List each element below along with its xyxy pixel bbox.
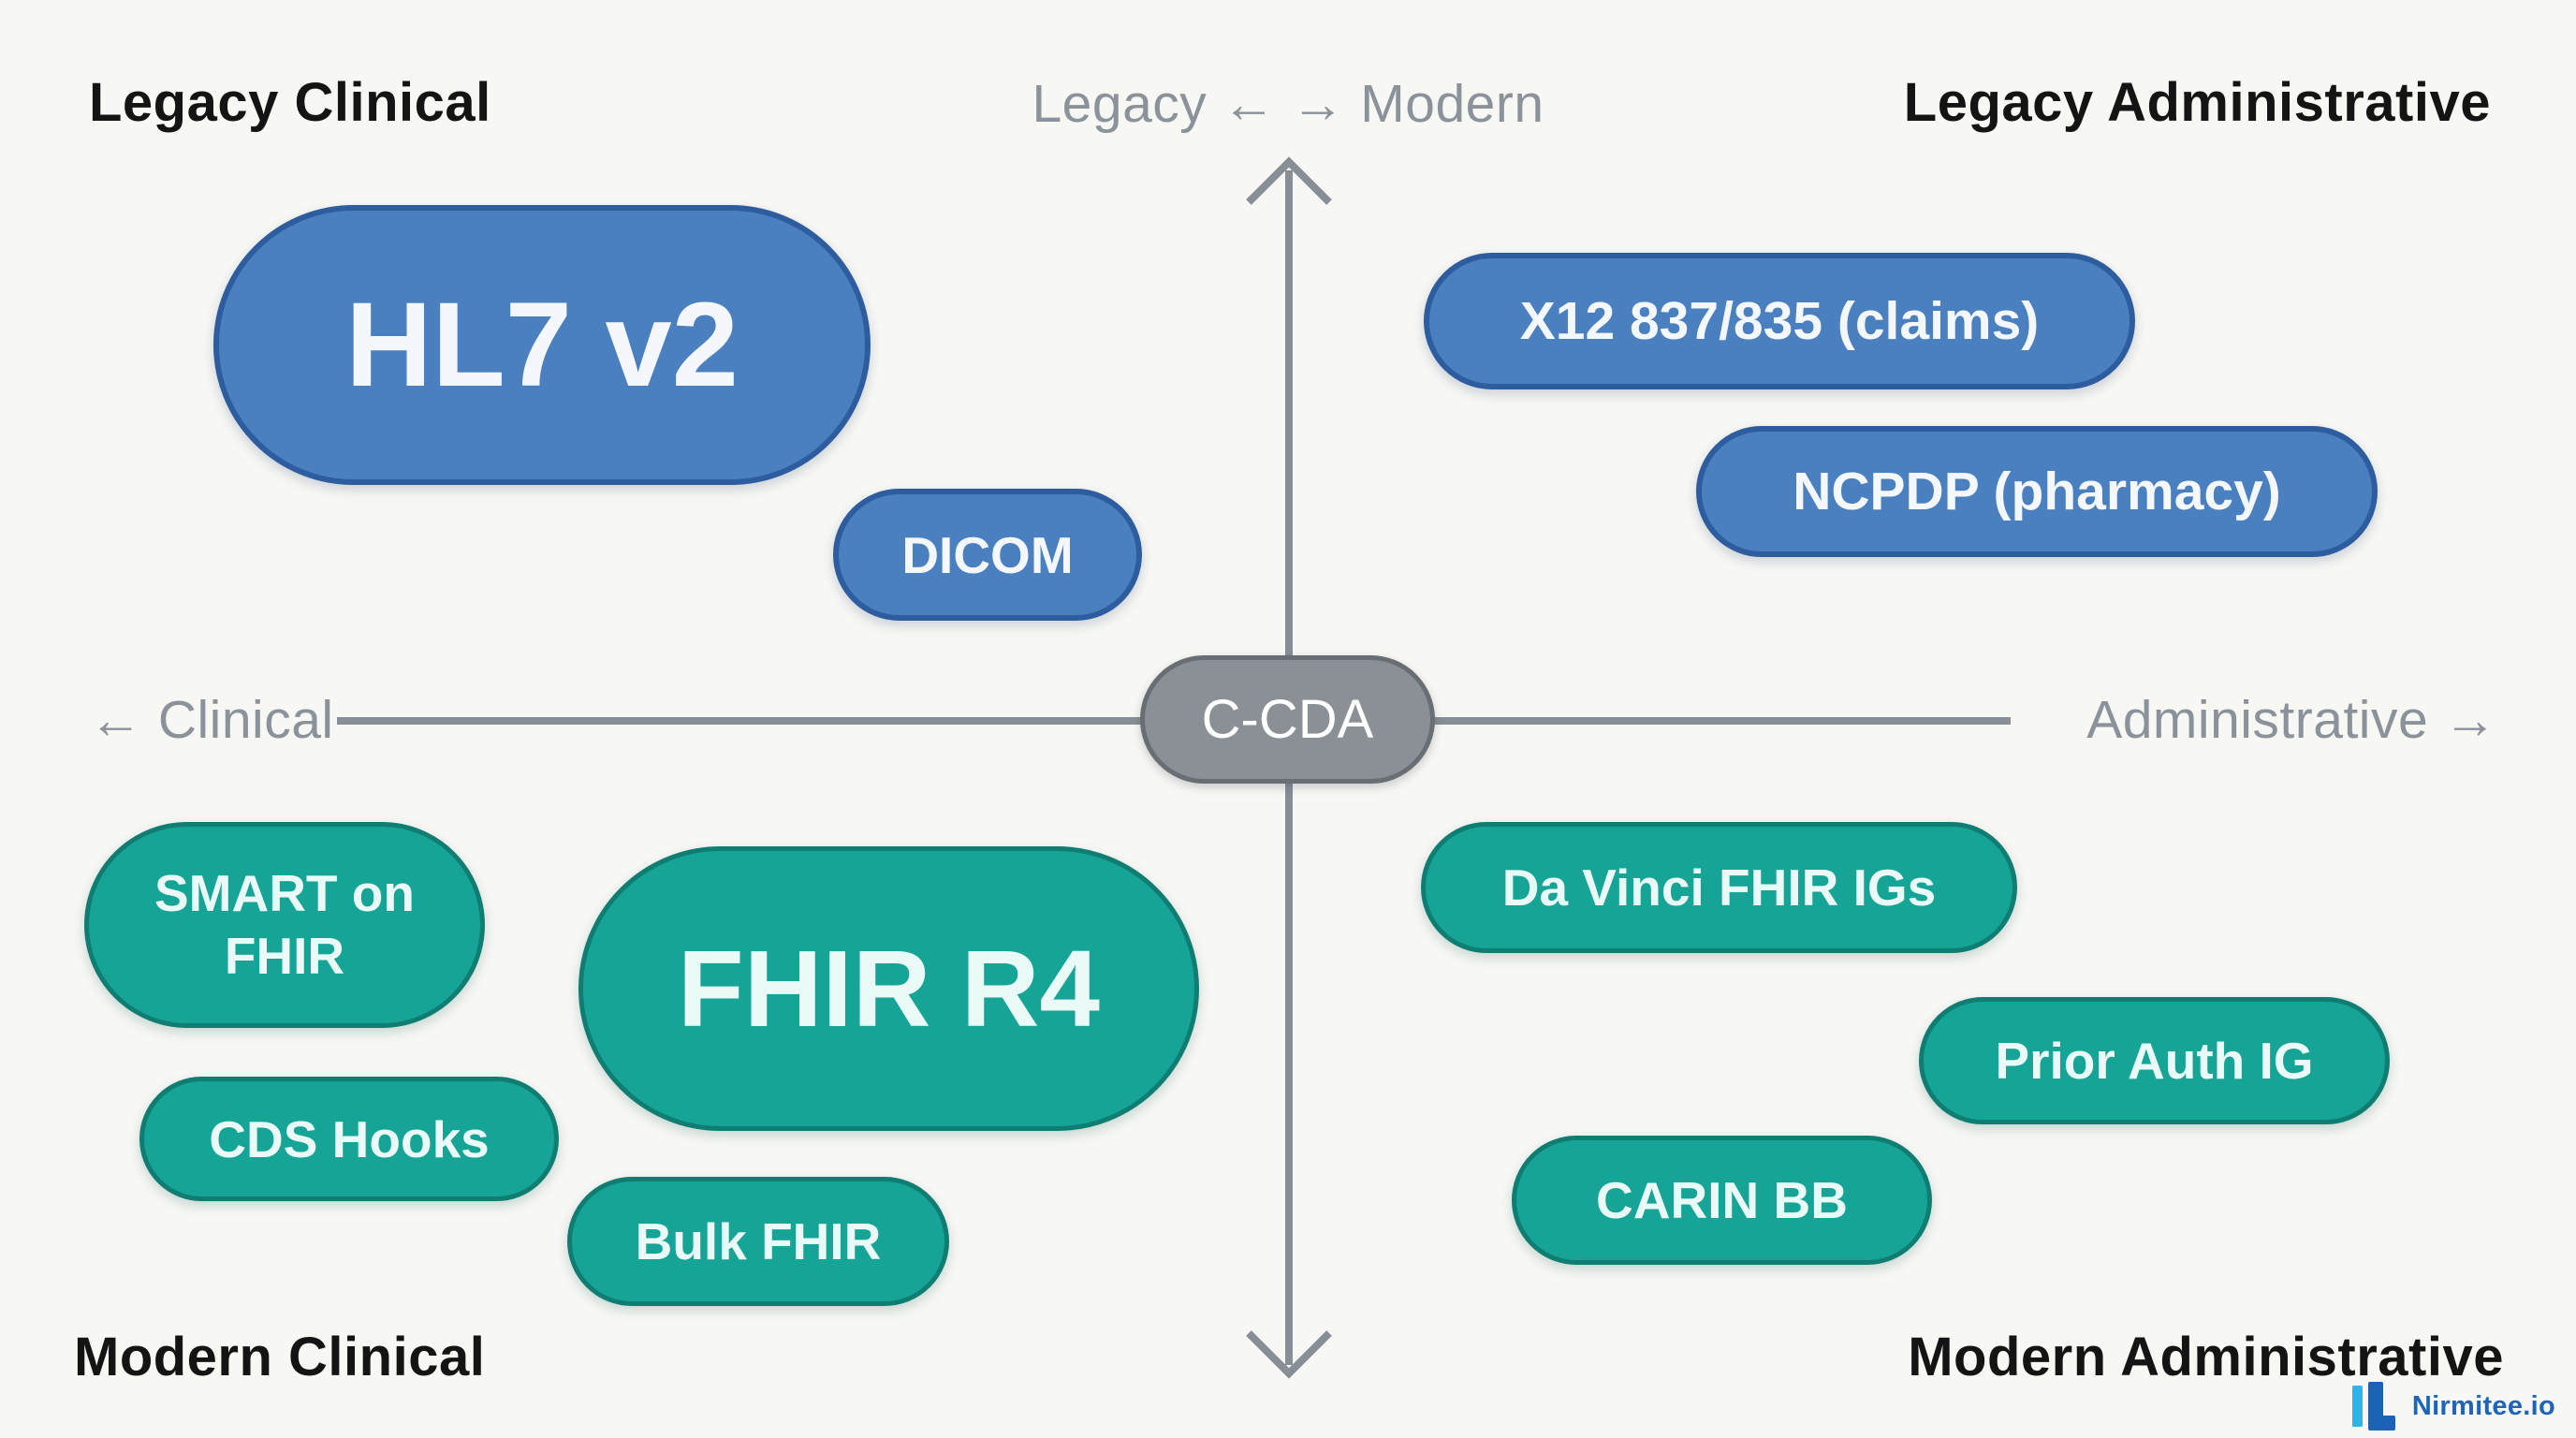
pill-hl7-v2: HL7 v2 [213, 205, 871, 485]
nirmitee-logo-icon [2351, 1382, 2395, 1431]
axis-label-clinical: ← Clinical [89, 690, 334, 750]
axis-label-administrative: Administrative → [2086, 690, 2497, 750]
brand-logo: Nirmitee.io [2351, 1382, 2555, 1431]
pill-c-cda: C-CDA [1140, 655, 1435, 784]
label-modern-administrative: Modern Administrative [1908, 1327, 2504, 1387]
pill-prior-auth-ig: Prior Auth IG [1919, 997, 2390, 1124]
up-arrowhead-icon [1246, 156, 1332, 205]
down-arrowhead-icon [1246, 1330, 1332, 1379]
pill-carin-bb: CARIN BB [1512, 1136, 1932, 1265]
pill-bulk-fhir: Bulk FHIR [567, 1177, 949, 1306]
pill-cds-hooks: CDS Hooks [139, 1077, 559, 1201]
pill-smart-on-fhir: SMART on FHIR [84, 822, 485, 1028]
axis-label-legacy-modern: Legacy ← → Modern [1032, 74, 1544, 134]
label-legacy-clinical: Legacy Clinical [89, 72, 491, 133]
pill-da-vinci-fhir-igs: Da Vinci FHIR IGs [1421, 822, 2017, 953]
pill-fhir-r4: FHIR R4 [578, 846, 1199, 1131]
label-modern-clinical: Modern Clinical [74, 1327, 486, 1387]
brand-name: Nirmitee.io [2411, 1390, 2555, 1421]
label-legacy-administrative: Legacy Administrative [1903, 72, 2491, 133]
pill-dicom: DICOM [833, 489, 1142, 621]
pill-ncpdp: NCPDP (pharmacy) [1696, 426, 2378, 557]
pill-x12-837-835: X12 837/835 (claims) [1424, 253, 2135, 389]
